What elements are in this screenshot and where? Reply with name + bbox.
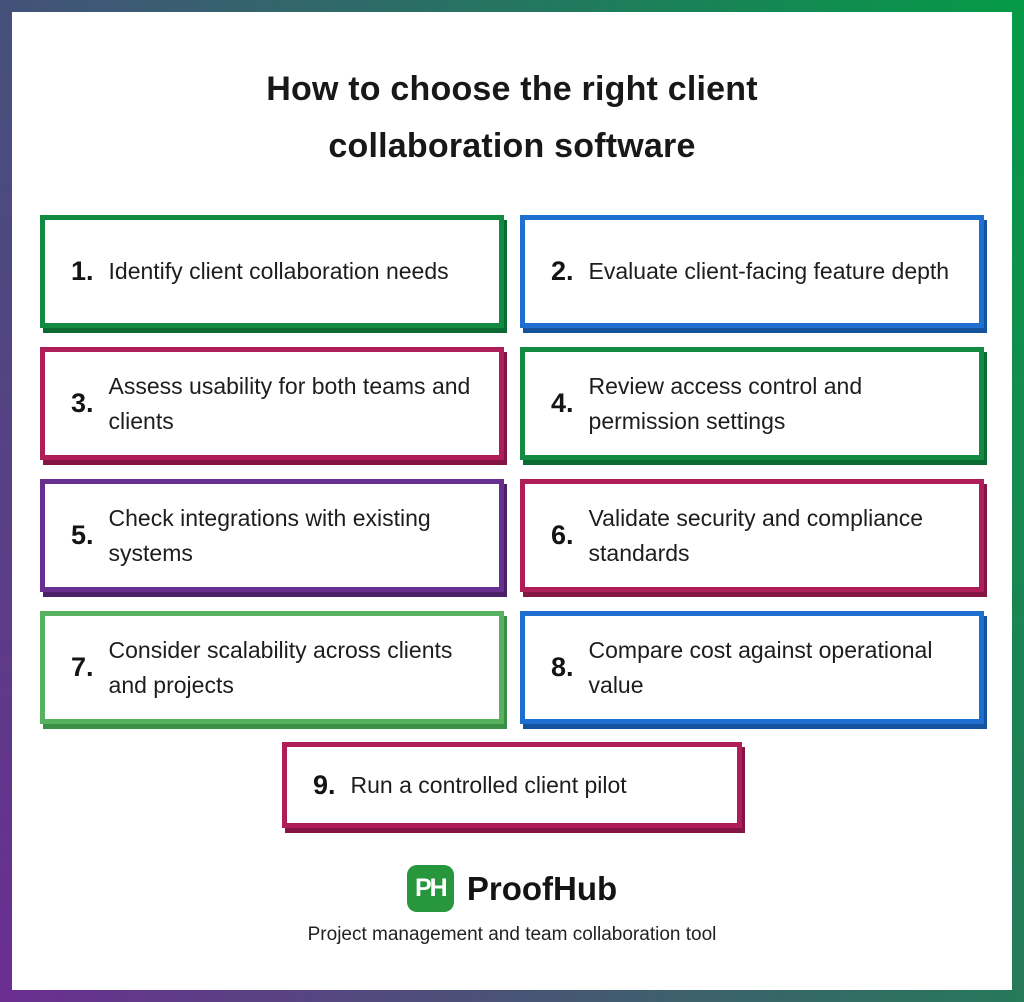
brand-row: PH ProofHub <box>12 865 1012 912</box>
step-text: Evaluate client-facing feature depth <box>588 258 950 284</box>
page-title: How to choose the right client collabora… <box>12 61 1012 175</box>
step-box-7: 7. Consider scalability across clients an… <box>40 611 504 724</box>
proofhub-logo-icon: PH <box>406 865 454 912</box>
brand-tagline: Project management and team collaboratio… <box>307 924 717 945</box>
step-number: 8. <box>551 652 574 682</box>
step-box-8: 8. Compare cost against operational value <box>520 611 984 724</box>
step-number: 1. <box>71 256 94 286</box>
step-text: Check integrations with existing systems <box>108 504 431 566</box>
step-box-3: 3. Assess usability for both teams and cl… <box>40 347 504 460</box>
step-number: 9. <box>313 769 336 800</box>
step-box-9: 9. Run a controlled client pilot <box>282 742 742 828</box>
step-text: Identify client collaboration needs <box>108 258 449 284</box>
step-number: 6. <box>551 520 574 550</box>
gradient-frame-bottom <box>0 990 1024 1002</box>
page-title-line1: How to choose the right client <box>266 70 758 108</box>
step-number: 5. <box>71 520 94 550</box>
step-box-4: 4. Review access control and permission s… <box>520 347 984 460</box>
step-number: 4. <box>551 388 574 418</box>
gradient-frame-top <box>0 0 1024 12</box>
step-text: Run a controlled client pilot <box>350 771 627 798</box>
step-text: Compare cost against operational value <box>588 636 933 698</box>
gradient-frame-right <box>1012 0 1024 1002</box>
step-9-row: 9. Run a controlled client pilot <box>12 742 1012 828</box>
content-panel: How to choose the right client collabora… <box>12 12 1012 990</box>
step-text: Consider scalability across clients and … <box>108 636 453 698</box>
step-text: Assess usability for both teams and clie… <box>108 372 471 434</box>
step-box-1: 1. Identify client collaboration needs <box>40 215 504 328</box>
steps-grid: 1. Identify client collaboration needs 2. E… <box>40 215 984 724</box>
step-text: Validate security and compliance standar… <box>588 504 924 566</box>
step-number: 2. <box>551 256 574 286</box>
step-number: 3. <box>71 388 94 418</box>
step-box-5: 5. Check integrations with existing syste… <box>40 479 504 592</box>
brand-name: ProofHub <box>466 869 618 907</box>
page-title-line2: collaboration software <box>328 127 696 165</box>
step-box-2: 2. Evaluate client-facing feature depth <box>520 215 984 328</box>
gradient-frame-left <box>0 0 12 1002</box>
proofhub-monogram: PH <box>414 874 448 902</box>
step-number: 7. <box>71 652 94 682</box>
step-box-6: 6. Validate security and compliance stand… <box>520 479 984 592</box>
step-text: Review access control and permission set… <box>588 372 863 434</box>
